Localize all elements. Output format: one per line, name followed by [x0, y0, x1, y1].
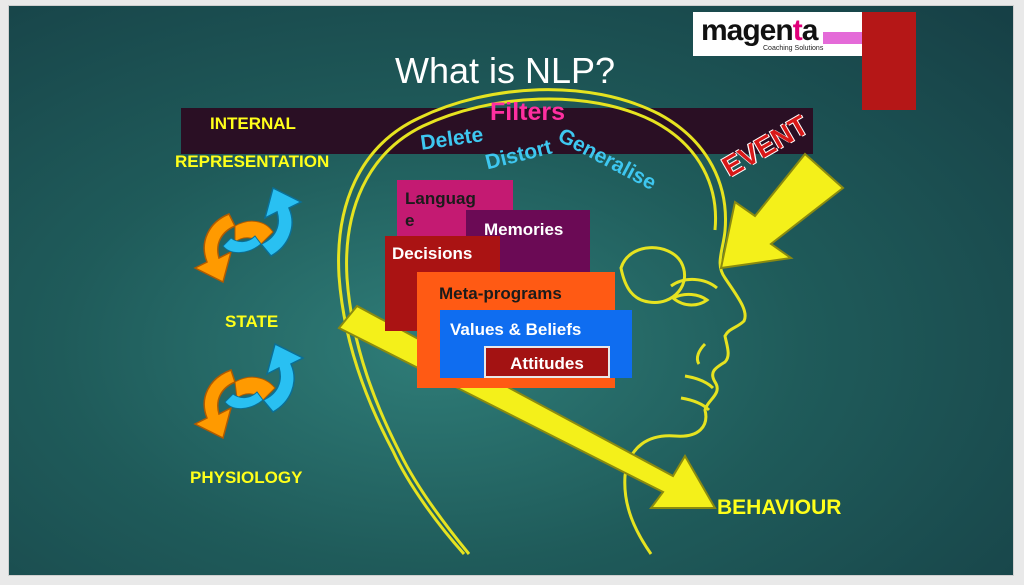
head-outline	[337, 88, 747, 555]
label-physiology: PHYSIOLOGY	[190, 468, 303, 487]
label-internal: INTERNAL	[210, 114, 296, 133]
behaviour-label: BEHAVIOUR	[717, 496, 842, 519]
logo-word: magenta	[701, 14, 818, 47]
filters-title: Filters	[490, 98, 566, 126]
cycle-icon-top	[193, 186, 303, 284]
label-state: STATE	[225, 312, 279, 331]
slide: What is NLP? magenta Coaching Solutions …	[9, 6, 1013, 575]
box-attitudes: Attitudes	[484, 346, 610, 378]
cycle-icon-bottom	[193, 342, 305, 440]
red-corner-tab	[862, 12, 916, 110]
label-representation: REPRESENTATION	[175, 152, 330, 171]
magenta-logo: magenta Coaching Solutions	[693, 12, 881, 56]
logo-subtitle: Coaching Solutions	[763, 45, 824, 52]
filter-band	[181, 108, 813, 154]
slide-title: What is NLP?	[395, 50, 616, 91]
event-arrow	[719, 152, 845, 270]
